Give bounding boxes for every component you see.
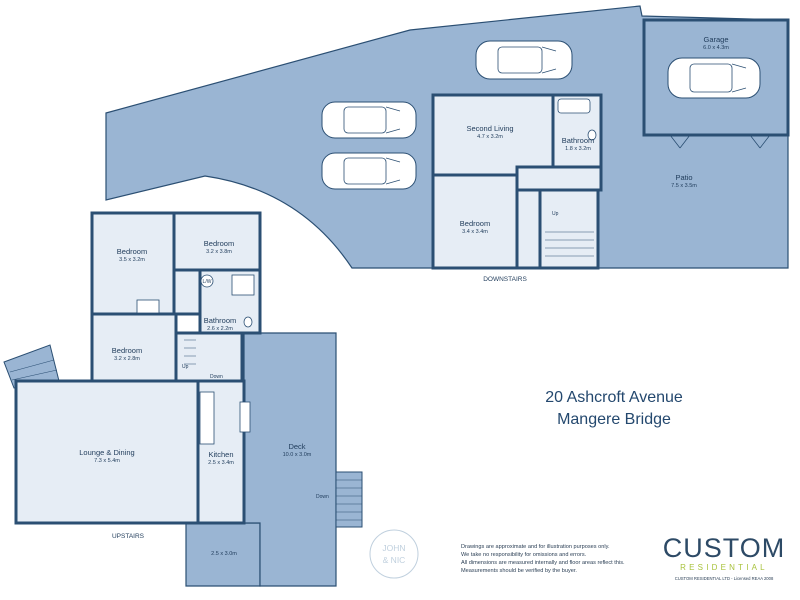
disclaimer-line-3: All dimensions are measured internally a… (461, 560, 625, 566)
stairs-down-marker: Down (210, 374, 223, 380)
car-middle (321, 101, 417, 139)
stairs-up-treads (184, 339, 196, 365)
bedroom-1-label: Bedroom (117, 247, 147, 256)
second-living-room (431, 93, 555, 177)
lounge-label: Lounge & Dining (79, 448, 134, 457)
downstairs-heading: DOWNSTAIRS (483, 276, 527, 283)
bedroom-3-dims: 3.2 x 2.8m (114, 356, 140, 362)
stair-up (174, 331, 244, 383)
upstairs-heading: UPSTAIRS (112, 533, 145, 540)
downstairs-level: Garage 6.0 x 4.3m Second Living 4.7 x 3.… (105, 5, 790, 283)
car-bottom (321, 152, 417, 190)
hall-down (515, 165, 603, 192)
brand-name: CUSTOM (663, 533, 786, 563)
car-garage (667, 57, 761, 99)
bedroom-down-label: Bedroom (460, 219, 490, 228)
patio-label: Patio (675, 173, 692, 182)
lower-deck-dims: 2.5 x 3.0m (211, 551, 237, 557)
disclaimer-line-1: Drawings are approximate and for illustr… (461, 544, 610, 550)
brand-logo: CUSTOM RESIDENTIAL CUSTOM RESIDENTIAL LT… (663, 533, 786, 581)
deck-label: Deck (288, 442, 305, 451)
laundry-hall (172, 268, 202, 316)
deck-down-marker: Down (316, 494, 329, 500)
bedroom-2-label: Bedroom (204, 239, 234, 248)
downstairs-house (431, 93, 603, 270)
bathroom-down-dims: 1.8 x 3.2m (565, 146, 591, 152)
bedroom-1-room (90, 211, 176, 316)
kitchen-sink (239, 401, 251, 433)
bedroom-down-dims: 3.4 x 3.4m (462, 229, 488, 235)
lounge-dims: 7.3 x 5.4m (94, 458, 120, 464)
brand-small: CUSTOM RESIDENTIAL LTD - Licensed REAA 2… (675, 576, 774, 581)
badge-line-1: JOHN (382, 543, 405, 553)
garage-doors (669, 134, 771, 149)
bathroom-down-label: Bathroom (562, 136, 595, 145)
bedroom-1-dims: 3.5 x 3.2m (119, 257, 145, 263)
laundry-machine (200, 274, 214, 288)
disclaimer: Drawings are approximate and for illustr… (461, 544, 625, 574)
stairs-down-treads (545, 231, 594, 257)
laundry-label: L/W (203, 279, 212, 285)
shower-up (231, 274, 255, 296)
second-living-label: Second Living (466, 124, 513, 133)
deck-steps (335, 471, 363, 528)
toilet-up (243, 316, 253, 328)
address-line-2: Mangere Bridge (557, 411, 671, 428)
bedroom-2-dims: 3.2 x 3.8m (206, 249, 232, 255)
garage-label: Garage (703, 35, 728, 44)
wardrobe (136, 299, 160, 314)
stairs-down-up-marker: Up (552, 211, 559, 217)
second-living-dims: 4.7 x 3.2m (477, 134, 503, 140)
deck-dims: 10.0 x 3.0m (283, 452, 312, 458)
toilet-down (587, 129, 597, 141)
lounge-room (14, 379, 200, 525)
store-down (515, 188, 542, 270)
kitchen-bench (199, 391, 215, 445)
bedroom-down-room (431, 173, 519, 270)
bathroom-up-dims: 2.6 x 2.2m (207, 326, 233, 332)
disclaimer-line-2: We take no responsibility for omissions … (461, 552, 587, 558)
stairs-up-marker: Up (182, 364, 189, 370)
bedroom-3-label: Bedroom (112, 346, 142, 355)
agent-badge: JOHN & NIC (369, 529, 419, 579)
bath-tub (557, 98, 591, 114)
address-line-1: 20 Ashcroft Avenue (545, 389, 683, 406)
kitchen-label: Kitchen (208, 450, 233, 459)
car-top (475, 40, 573, 80)
disclaimer-line-4: Measurements should be verified by the b… (461, 568, 577, 574)
upstairs-level: L/W Bedroom 3.5 x 3.2m Bedroom 3.2 x 3.8… (3, 211, 363, 587)
patio-dims: 7.5 x 3.5m (671, 183, 697, 189)
garage-dims: 6.0 x 4.3m (703, 45, 729, 51)
badge-line-2: & NIC (383, 555, 406, 565)
kitchen-dims: 2.5 x 3.4m (208, 460, 234, 466)
bathroom-up-label: Bathroom (204, 316, 237, 325)
brand-sub: RESIDENTIAL (680, 563, 768, 572)
